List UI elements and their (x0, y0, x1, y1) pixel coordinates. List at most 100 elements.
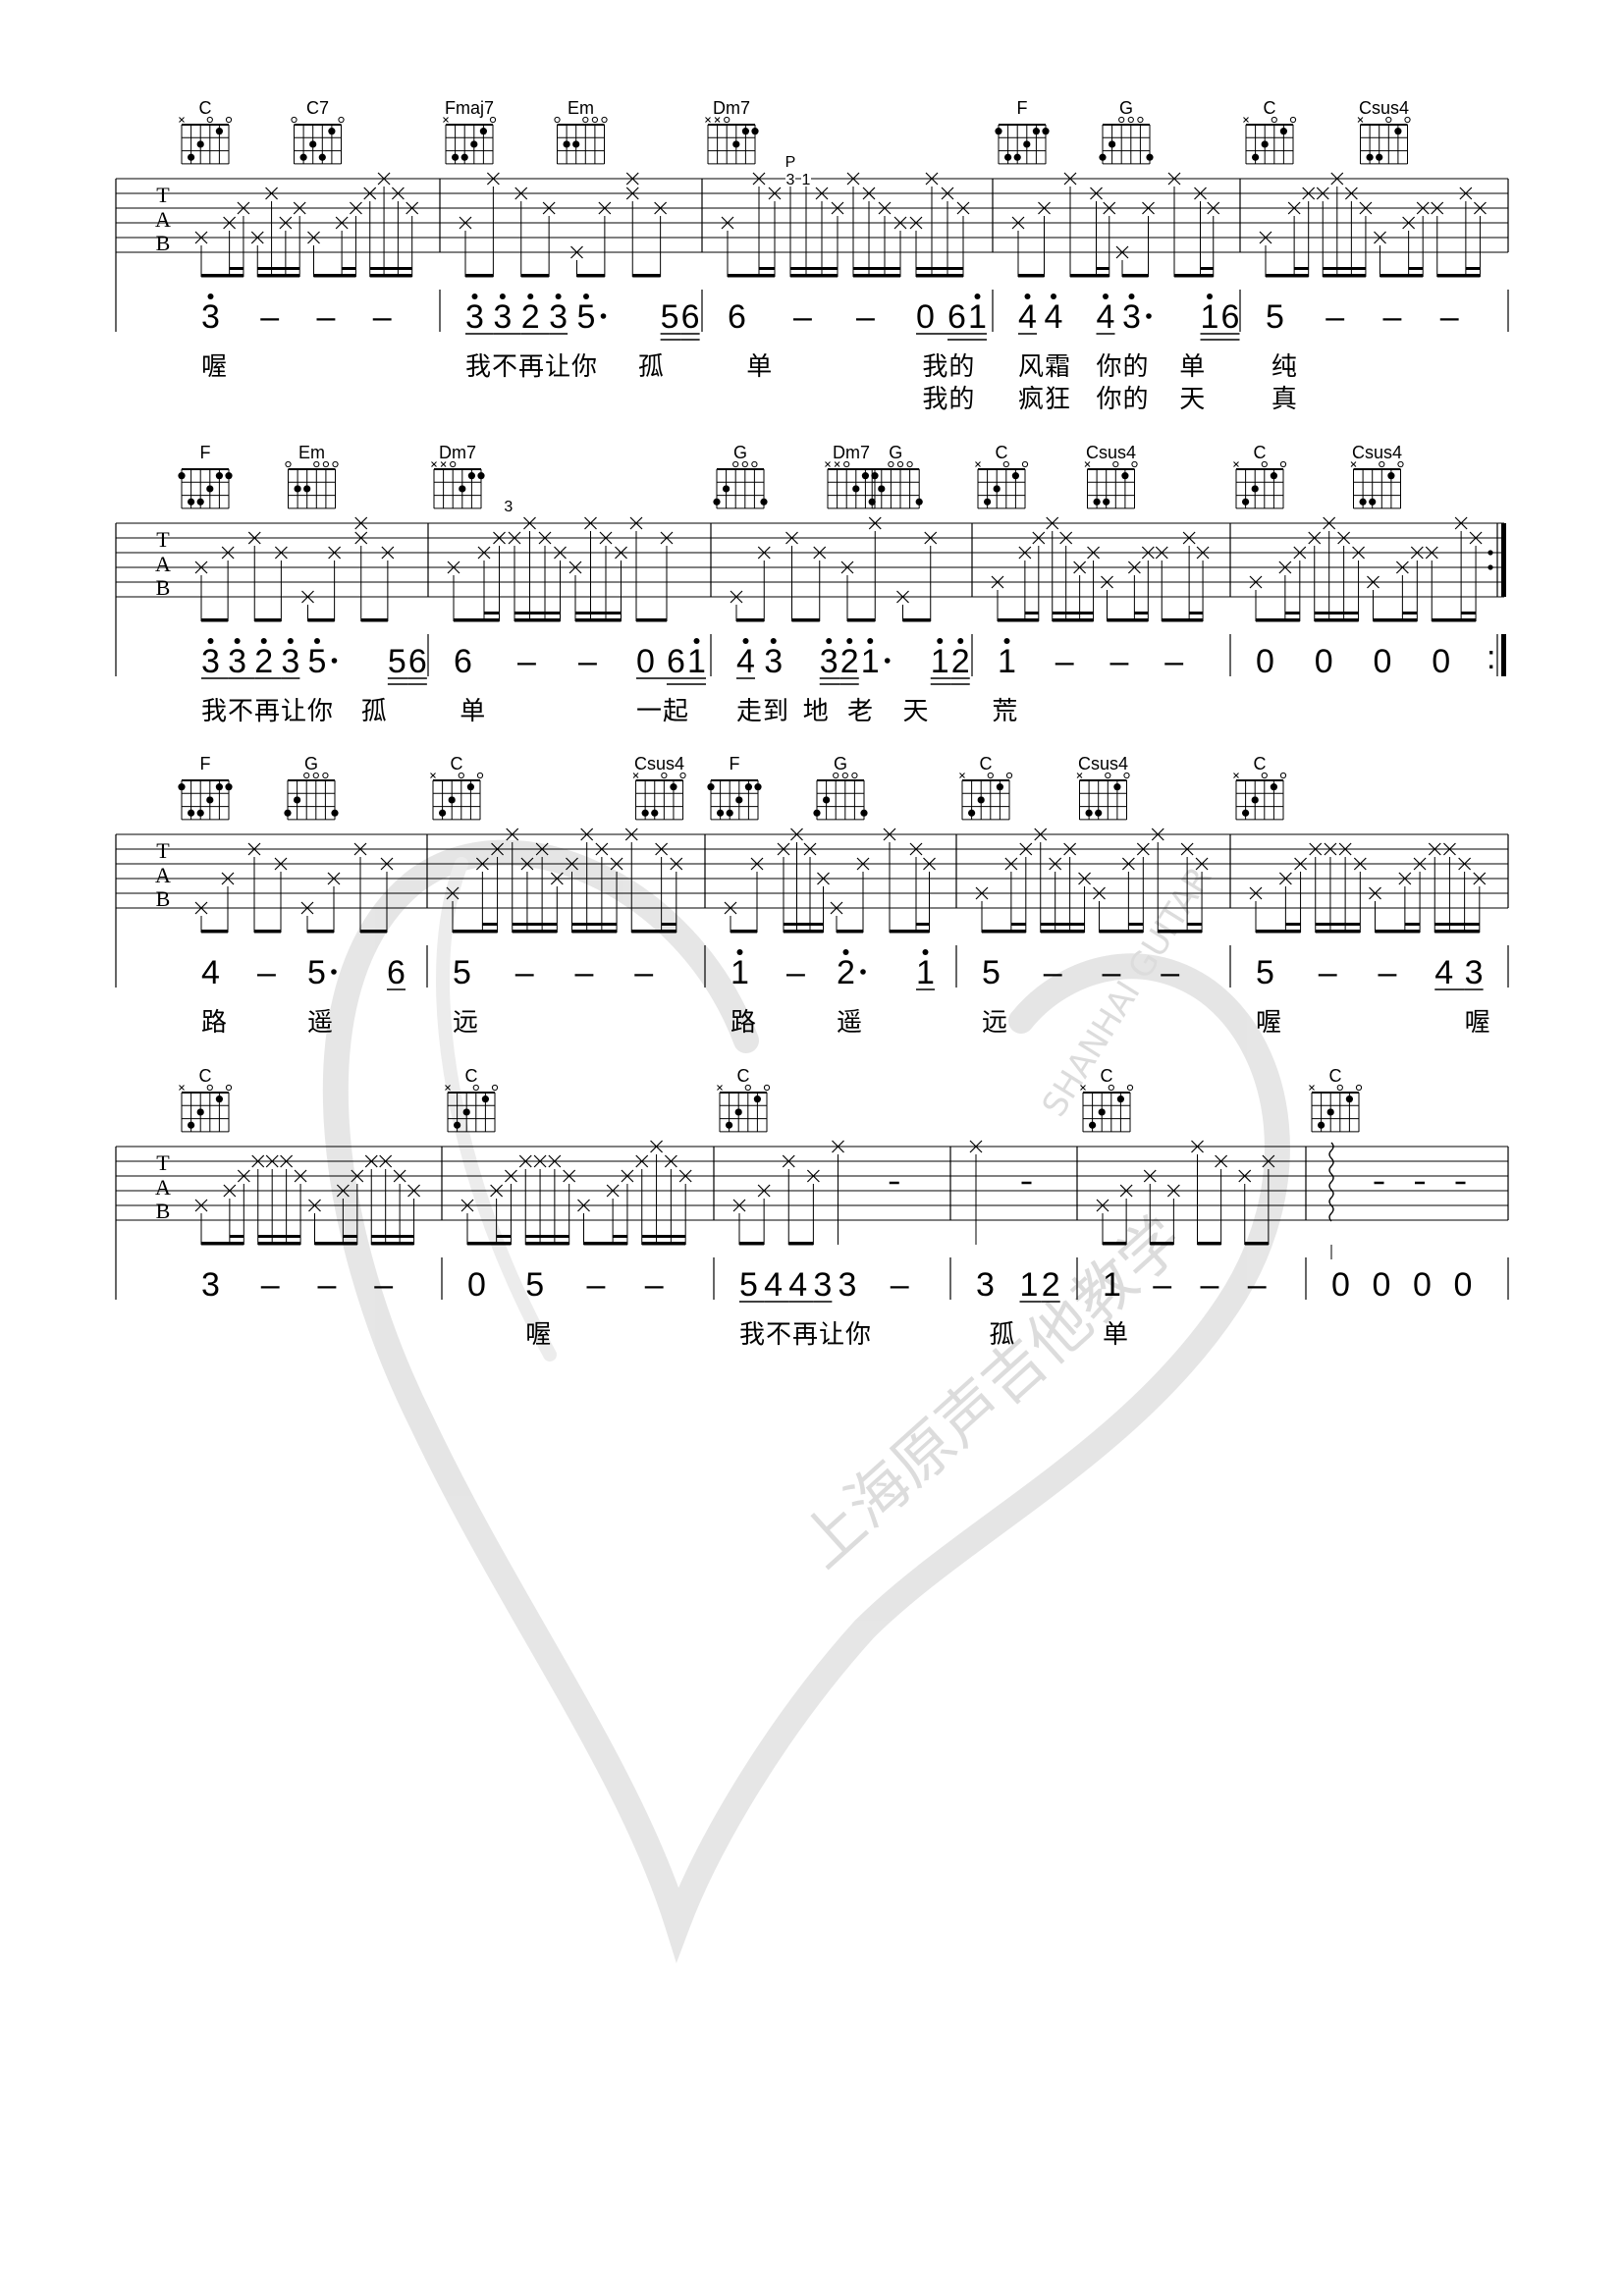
tab-x-note (856, 857, 870, 871)
muted-string-icon (1243, 117, 1249, 123)
tab-x-note (1090, 187, 1103, 200)
lyric-text: 远 (982, 1008, 1008, 1038)
beam-secondary (229, 267, 243, 270)
finger-dot (1359, 498, 1367, 506)
beam (465, 274, 494, 278)
beam-secondary (784, 923, 824, 926)
lyric-text: 喔 (1256, 1008, 1282, 1038)
chord-diagram-f: F (178, 443, 233, 509)
jianpu-note: 1 (998, 643, 1016, 680)
tab-x-note (477, 546, 491, 560)
tab-clef-b: B (156, 231, 171, 255)
finger-dot (328, 128, 336, 135)
tab-x-note (251, 1154, 265, 1168)
jianpu-note: 3 (465, 298, 484, 336)
tab-x-note (570, 245, 583, 259)
tab-x-note (194, 1199, 208, 1212)
tab-x-note (606, 1184, 620, 1198)
chord-name: Dm7 (439, 443, 476, 462)
jianpu-note: 0 (467, 1266, 486, 1304)
finger-dot (968, 809, 976, 817)
augmentation-dot (1146, 313, 1152, 319)
octave-dot-high (742, 638, 749, 644)
jianpu-dash: – (1153, 1266, 1171, 1304)
tab-x-note (923, 857, 936, 871)
chord-name: Dm7 (713, 98, 750, 118)
jianpu-note: 4 (1018, 298, 1037, 336)
lyric-text: 单 (460, 697, 486, 726)
open-string-icon (1108, 1084, 1114, 1092)
finger-dot (1366, 153, 1374, 161)
chord-diagram-csus4: Csus4 (1084, 443, 1138, 509)
tab-x-note (363, 187, 377, 200)
tab-x-note (1167, 172, 1181, 186)
tab-x-note (941, 187, 954, 200)
chord-name: C (1254, 443, 1267, 462)
tab-x-note (1194, 187, 1207, 200)
jianpu-dash: – (374, 1266, 393, 1304)
finger-dot (178, 472, 186, 480)
chord-name: C (980, 754, 993, 774)
tab-x-note (1136, 842, 1150, 856)
finger-dot (462, 1108, 470, 1116)
muted-string-icon (1080, 1085, 1086, 1091)
beam-secondary (342, 267, 356, 270)
jianpu-notation: 1––– (998, 638, 1183, 680)
beam-secondary (1189, 612, 1204, 614)
muted-string-icon (834, 461, 840, 467)
finger-dot (734, 1108, 742, 1116)
muted-string-icon (975, 461, 981, 467)
open-string-icon (843, 460, 850, 468)
octave-dot-high (974, 294, 981, 299)
beam (1197, 1242, 1221, 1246)
beam (1323, 274, 1366, 278)
chord-diagram-fmaj7: Fmaj7 (443, 98, 497, 165)
open-string-icon (338, 116, 345, 124)
beam-secondary (1404, 923, 1421, 926)
tab-x-note (629, 516, 643, 530)
finger-dot (1270, 472, 1277, 480)
tab-x-note (247, 531, 261, 545)
tab-notes (969, 1140, 1032, 1245)
chord-name: Csus4 (1352, 443, 1402, 462)
tab-x-note (975, 886, 989, 900)
open-string-icon (206, 1084, 213, 1092)
beam-secondary (482, 923, 498, 926)
finger-dot (1394, 128, 1402, 135)
finger-dot (188, 153, 195, 161)
jianpu-note: 5 (453, 954, 471, 991)
chord-name: C (199, 1066, 212, 1086)
tab-x-note (221, 546, 235, 560)
finger-dot (1032, 128, 1040, 135)
tab-x-note (1459, 187, 1473, 200)
beam-secondary (1434, 923, 1480, 926)
beam (1174, 274, 1214, 278)
finger-dot (751, 128, 759, 135)
finger-dot (996, 783, 1004, 791)
jianpu-notation: 1––– (1103, 1266, 1267, 1304)
tab-x-note (505, 1169, 517, 1183)
augmentation-dot (331, 658, 338, 664)
octave-dot-high (527, 294, 534, 299)
octave-dot-high (583, 294, 589, 299)
chord-name: C (1254, 754, 1267, 774)
tab-x-note (354, 531, 368, 545)
chord-diagram-g: G (813, 754, 868, 821)
muted-string-icon (431, 461, 437, 467)
finger-dot (215, 783, 223, 791)
tab-x-note (542, 201, 556, 215)
muted-string-icon (1233, 773, 1239, 778)
jianpu-dash: – (1325, 298, 1344, 336)
finger-dot (459, 485, 466, 493)
jianpu-note: 4 (764, 1266, 783, 1304)
lyric-text: 一起 (636, 697, 689, 726)
muted-string-icon (1084, 461, 1091, 467)
open-string-icon (1355, 1084, 1363, 1092)
octave-dot-high (846, 638, 853, 644)
tab-x-note (1259, 231, 1272, 244)
octave-dot-high (1051, 294, 1056, 299)
finger-dot (726, 809, 733, 817)
beam-secondary (257, 267, 300, 270)
